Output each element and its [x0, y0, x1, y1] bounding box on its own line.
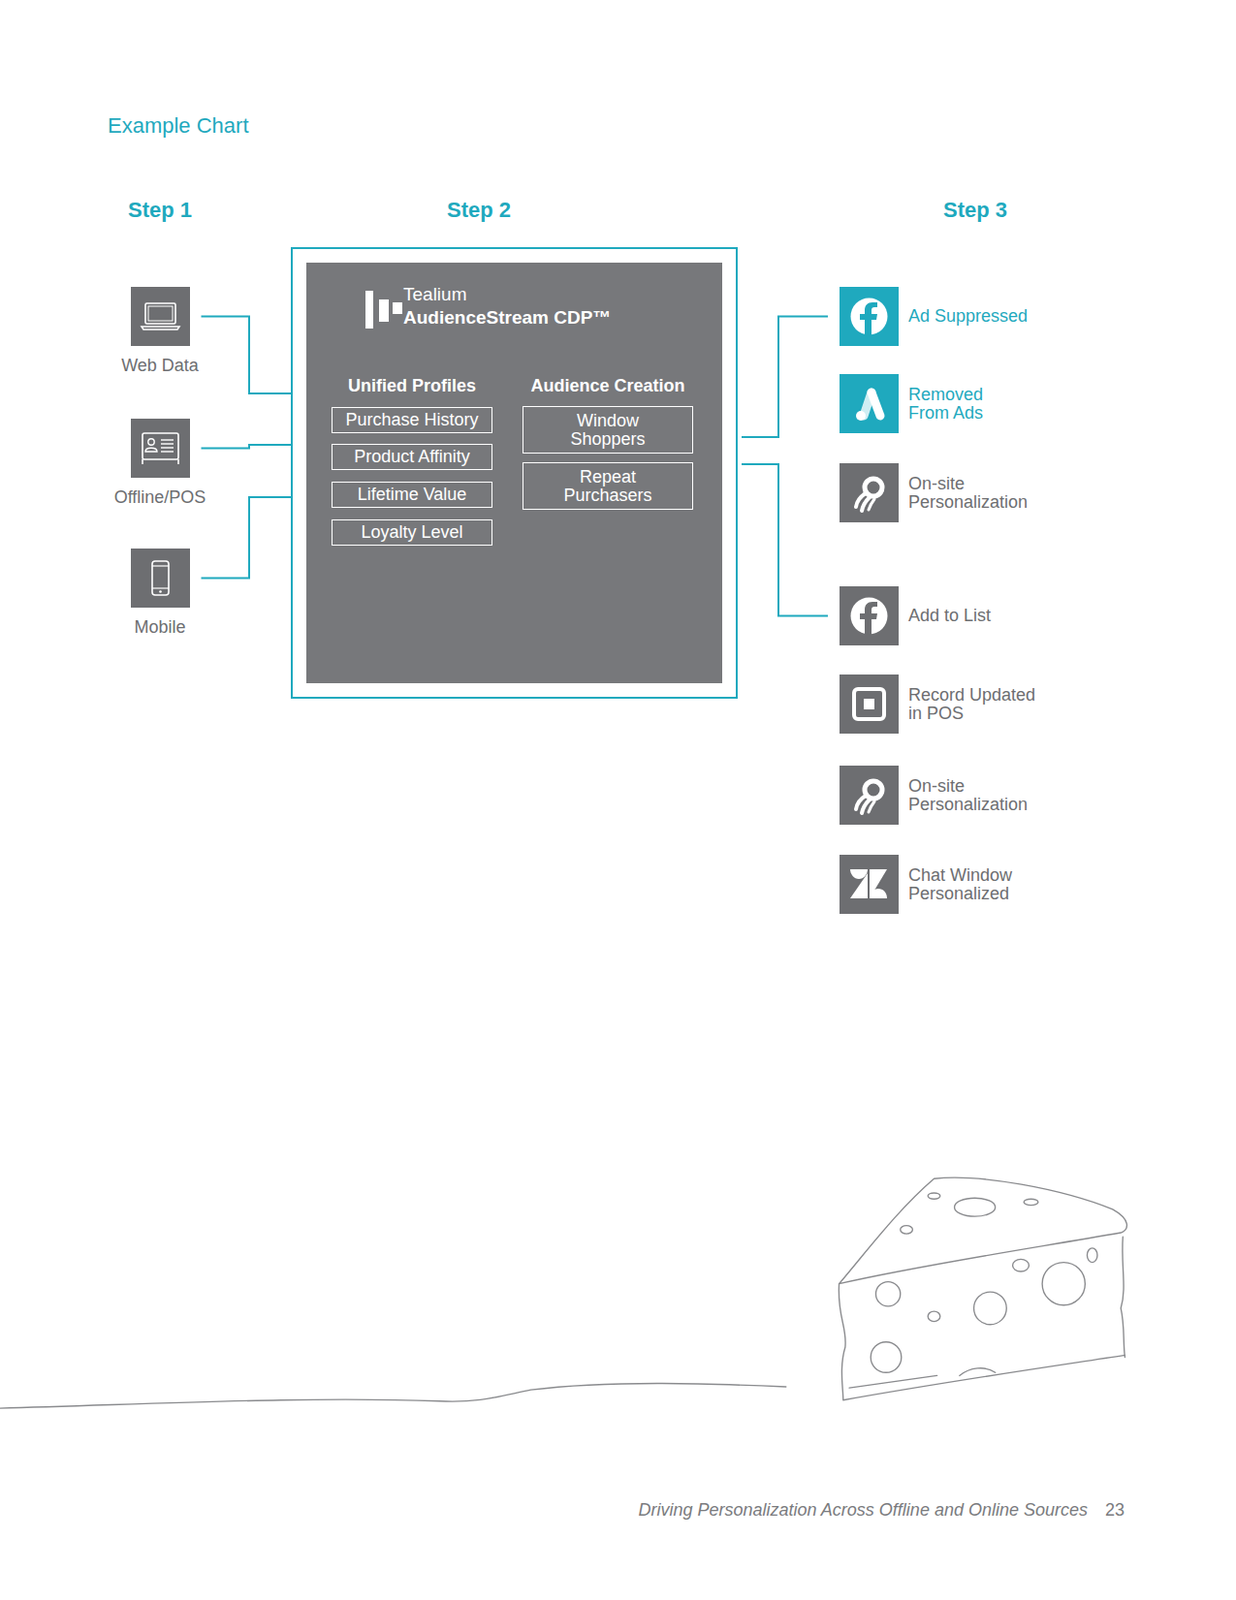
attribute-box: Loyalty Level: [331, 519, 493, 546]
attribute-box: Lifetime Value: [331, 481, 493, 508]
destination-label: Removed From Ads: [908, 385, 996, 423]
icon-tile: [839, 674, 899, 734]
icon-glyph: [850, 869, 888, 899]
destination-node: Record Updated in POS: [839, 674, 1040, 734]
connector-line: [201, 316, 292, 395]
icon-tile: [839, 374, 899, 434]
step-heading: Step 3: [943, 197, 1008, 223]
destination-label: Record Updated in POS: [908, 686, 1040, 724]
source-label: Offline/POS: [82, 487, 238, 508]
attribute-label: Loyalty Level: [360, 523, 463, 542]
attribute-label: Lifetime Value: [357, 485, 468, 505]
connector-line: [201, 444, 292, 449]
icon-tile: [130, 548, 191, 608]
source-label: Web Data: [82, 355, 238, 377]
page-number: 23: [1105, 1500, 1125, 1522]
connector-line: [201, 497, 292, 579]
destination-label: On-site Personalization: [908, 475, 1037, 512]
destination-node: Chat Window Personalized: [839, 855, 1035, 915]
source-icon: [130, 286, 191, 347]
icon-tile: [839, 765, 899, 825]
destination-label: Ad Suppressed: [908, 307, 1028, 326]
destination-node: Removed From Ads: [839, 374, 996, 434]
icon-glyph: [851, 598, 888, 636]
destination-icon: [839, 855, 899, 915]
step-heading: Step 1: [127, 197, 192, 223]
destination-node: On-site Personalization: [839, 765, 1037, 825]
icon-glyph: [854, 689, 885, 720]
destination-icon: [839, 286, 899, 347]
footer-text: Driving Personalization Across Offline a…: [637, 1500, 1088, 1522]
icon-tile: [839, 286, 899, 347]
source-icon: [130, 418, 191, 478]
destination-label: Add to List: [908, 606, 991, 626]
attribute-label: Product Affinity: [353, 447, 471, 467]
icon-glyph: [855, 781, 883, 814]
column-heading: Audience Creation: [530, 376, 685, 397]
destination-node: Ad Suppressed: [839, 286, 1028, 347]
destination-icon: [839, 463, 899, 523]
attribute-label: Repeat Purchasers: [554, 468, 662, 506]
attribute-box: Purchase History: [331, 407, 493, 434]
column-heading: Unified Profiles: [348, 376, 476, 397]
icon-glyph: [851, 298, 888, 337]
source-node: Web Data: [82, 286, 238, 377]
icon-tile: [130, 286, 191, 347]
attribute-box: Product Affinity: [331, 443, 493, 471]
destination-node: On-site Personalization: [839, 463, 1037, 523]
source-label: Mobile: [82, 617, 238, 638]
destination-icon: [839, 765, 899, 825]
destination-label: On-site Personalization: [908, 777, 1037, 815]
cdp-panel: TealiumAudienceStream CDP™ Purchase Histo…: [306, 262, 723, 684]
icon-tile: [130, 418, 191, 478]
attribute-label: Purchase History: [345, 411, 478, 430]
icon-tile: [839, 586, 899, 646]
connector-line: [741, 316, 828, 439]
source-icon: [130, 548, 191, 608]
icon-glyph: [141, 303, 180, 330]
icon-tile: [839, 855, 899, 915]
destination-node: Add to List: [839, 586, 991, 646]
source-node: Mobile: [82, 548, 238, 638]
step-heading: Step 2: [446, 197, 511, 223]
attribute-label: Window Shoppers: [554, 412, 662, 449]
destination-icon: [839, 586, 899, 646]
icon-glyph: [855, 478, 883, 511]
product-name: AudienceStream CDP™: [403, 307, 611, 329]
attribute-box: Window Shoppers: [522, 406, 694, 454]
connector-line: [741, 464, 828, 617]
icon-tile: [839, 463, 899, 523]
chart-title: Example Chart: [107, 113, 250, 139]
icon-glyph: [152, 561, 169, 596]
source-node: Offline/POS: [82, 418, 238, 508]
icon-glyph: [855, 392, 881, 421]
destination-icon: [839, 674, 899, 734]
destination-icon: [839, 374, 899, 434]
brand-name: Tealium: [403, 284, 467, 306]
cheese-drawing: [0, 1177, 1127, 1409]
icon-glyph: [142, 433, 179, 465]
destination-label: Chat Window Personalized: [908, 866, 1035, 904]
attribute-box: Repeat Purchasers: [522, 462, 694, 510]
